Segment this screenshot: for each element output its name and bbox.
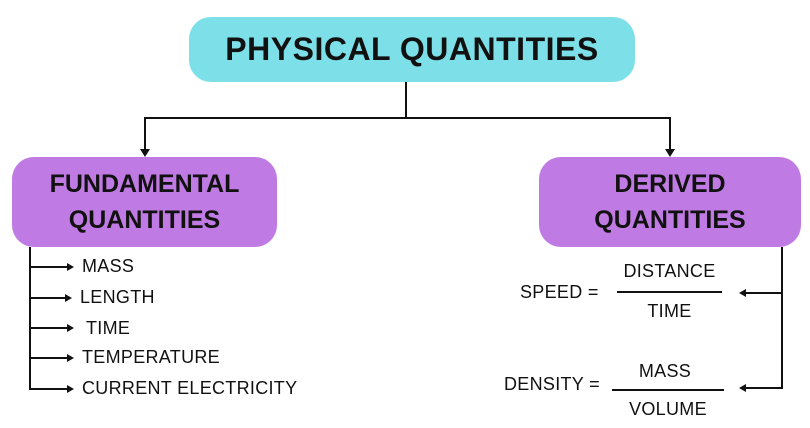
fundamental-label-line2: QUANTITIES [68, 206, 221, 234]
density-fraction-bar [612, 389, 724, 391]
right-drop-arrowhead-icon [665, 149, 675, 157]
speed-numerator: DISTANCE [623, 261, 716, 281]
fundamental-item: TEMPERATURE [82, 347, 220, 367]
speed-fraction-bar [617, 291, 722, 293]
fundamental-branch-arrowhead-icon [67, 354, 74, 362]
fundamental-item: CURRENT ELECTRICITY [82, 378, 298, 398]
fundamental-item: MASS [82, 256, 135, 276]
root-stem-line [405, 82, 407, 119]
derived-quantities-node: DERIVED QUANTITIES [539, 157, 801, 247]
root-node-label: PHYSICAL QUANTITIES [225, 31, 599, 67]
left-drop-line [144, 117, 146, 149]
density-pointer-arrowhead-icon [739, 384, 746, 392]
root-node-physical-quantities: PHYSICAL QUANTITIES [189, 17, 635, 82]
fundamental-branch-line [29, 327, 67, 329]
derived-label-line2: QUANTITIES [594, 206, 746, 234]
speed-pointer-line [745, 292, 782, 294]
fundamental-branch-line [29, 388, 67, 390]
left-drop-arrowhead-icon [140, 149, 150, 157]
derived-label-line1: DERIVED [614, 170, 726, 198]
fundamental-item: TIME [86, 318, 131, 338]
speed-pointer-arrowhead-icon [739, 289, 746, 297]
fundamental-branch-arrowhead-icon [65, 294, 72, 302]
derived-right-spine [781, 247, 783, 389]
speed-formula-label: SPEED = [520, 282, 599, 302]
fundamental-item: LENGTH [80, 287, 155, 307]
fundamental-branch-line [29, 297, 65, 299]
fundamental-branch-line [29, 266, 67, 268]
fundamental-label-line1: FUNDAMENTAL [49, 170, 240, 198]
fundamental-branch-arrowhead-icon [67, 263, 74, 271]
fundamental-list-spine [29, 247, 31, 389]
right-drop-line [669, 117, 671, 149]
density-pointer-line [745, 387, 783, 389]
fundamental-branch-arrowhead-icon [67, 385, 74, 393]
density-numerator: MASS [638, 361, 692, 381]
density-formula-label: DENSITY = [504, 374, 600, 394]
fundamental-quantities-node: FUNDAMENTAL QUANTITIES [12, 157, 277, 247]
density-denominator: VOLUME [629, 399, 707, 419]
fundamental-branch-arrowhead-icon [67, 324, 74, 332]
fundamental-branch-line [29, 357, 67, 359]
speed-denominator: TIME [647, 301, 692, 321]
root-horizontal-line [144, 117, 671, 119]
